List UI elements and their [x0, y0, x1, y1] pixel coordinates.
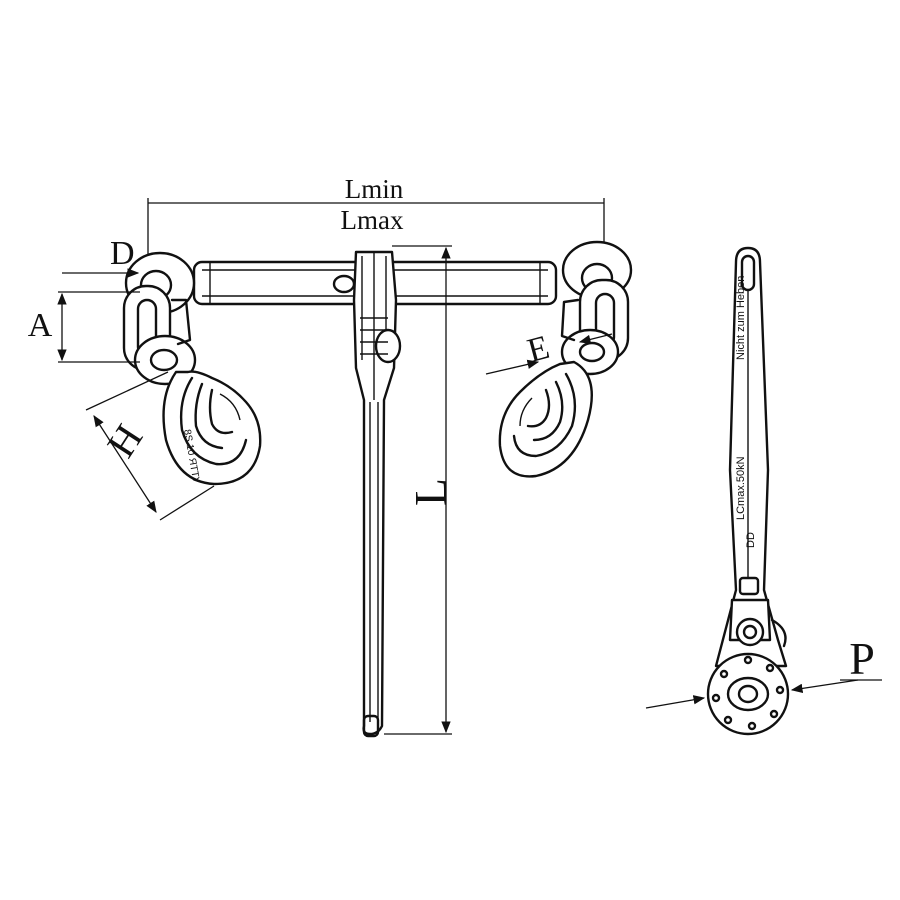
ratchet-teeth	[711, 655, 785, 731]
d-label: D	[110, 235, 135, 272]
h-label: H	[98, 416, 151, 465]
handle-marking-1: Nicht zum Heben	[735, 276, 747, 360]
handle-marking-2: LCmax.50kN	[735, 456, 747, 520]
lmin-label: Lmin	[345, 174, 404, 204]
handle-maker: DD	[745, 532, 757, 548]
lmax-label: Lmax	[341, 205, 404, 235]
handle-front	[352, 250, 402, 738]
l-dimension: L	[384, 245, 456, 735]
d-dimension: D	[62, 235, 140, 278]
a-label: A	[28, 307, 53, 344]
left-hook: 8Ѕ 10 ЯТТУ	[162, 370, 262, 486]
p-dimension: P	[645, 633, 882, 709]
right-hook	[498, 360, 593, 478]
p-label: P	[849, 633, 875, 684]
l-label: L	[405, 478, 456, 506]
side-view: Nicht zum Heben LCmax.50kN DD P	[645, 246, 882, 736]
left-chain	[122, 251, 197, 386]
front-view: Lmin Lmax	[28, 174, 633, 738]
right-chain	[560, 240, 633, 376]
a-dimension: A	[28, 291, 140, 363]
lmin-lmax-dimension: Lmin Lmax	[147, 174, 605, 262]
